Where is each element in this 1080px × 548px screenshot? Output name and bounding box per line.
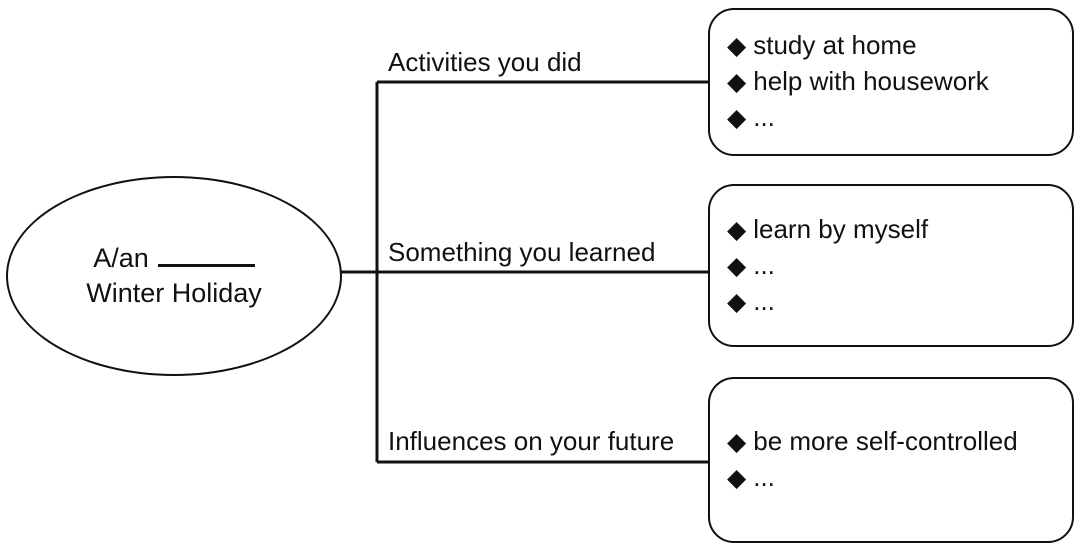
list-item-text: ... <box>753 102 775 132</box>
diamond-bullet-icon: ◆ <box>727 287 747 316</box>
list-item: ◆ learn by myself <box>727 212 1072 248</box>
list-item: ◆ be more self-controlled <box>727 424 1072 460</box>
list-item: ◆ ... <box>727 460 1072 496</box>
list-item: ◆ ... <box>727 284 1072 320</box>
list-item-text: study at home <box>753 30 917 60</box>
branch-label-influences: Influences on your future <box>388 426 675 456</box>
list-item-text: help with housework <box>753 66 989 96</box>
diamond-bullet-icon: ◆ <box>727 215 747 244</box>
fill-in-blank-line <box>157 242 255 267</box>
list-item-text: be more self-controlled <box>753 426 1018 456</box>
root-node-ellipse: A/an Winter Holiday <box>6 176 342 376</box>
root-title-line2: Winter Holiday <box>86 278 262 308</box>
list-item: ◆ ... <box>727 100 1072 136</box>
root-title-line1: A/an <box>93 241 255 276</box>
root-title-prefix: A/an <box>93 243 149 273</box>
list-item-text: ... <box>753 285 775 316</box>
diamond-bullet-icon: ◆ <box>727 104 747 132</box>
list-item-text: ... <box>753 249 775 280</box>
list-item-text: learn by myself <box>753 213 929 244</box>
diamond-bullet-icon: ◆ <box>727 251 747 280</box>
leaf-box-activities: ◆ study at home ◆ help with housework ◆ … <box>708 8 1074 156</box>
diamond-bullet-icon: ◆ <box>727 464 747 492</box>
diamond-bullet-icon: ◆ <box>727 428 747 456</box>
diamond-bullet-icon: ◆ <box>727 32 747 60</box>
branch-label-something-learned: Something you learned <box>388 237 656 267</box>
list-item: ◆ help with housework <box>727 64 1072 100</box>
leaf-box-influences: ◆ be more self-controlled ◆ ... <box>708 377 1074 543</box>
branch-label-activities: Activities you did <box>388 47 582 77</box>
list-item-text: ... <box>753 462 775 492</box>
list-item: ◆ study at home <box>727 28 1072 64</box>
list-item: ◆ ... <box>727 248 1072 284</box>
diamond-bullet-icon: ◆ <box>727 68 747 96</box>
leaf-box-something-learned: ◆ learn by myself ◆ ... ◆ ... <box>708 184 1074 347</box>
